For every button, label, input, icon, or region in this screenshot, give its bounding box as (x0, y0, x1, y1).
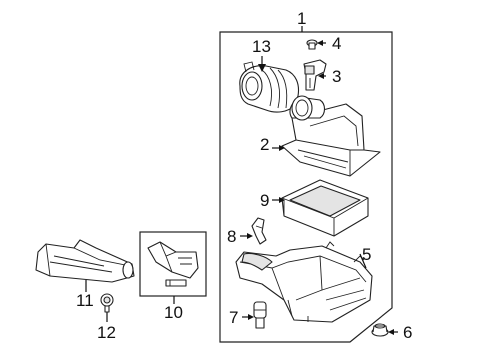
callout-9: 9 (260, 191, 269, 210)
callout-2: 2 (260, 135, 269, 154)
part-10-bracket[interactable] (147, 241, 199, 287)
callout-10: 10 (164, 303, 183, 322)
leader-8-arrow (247, 233, 253, 239)
leader-3-arrow (318, 73, 324, 79)
callout-5: 5 (362, 245, 371, 264)
callout-3: 3 (332, 67, 341, 86)
leader-5 (359, 253, 367, 269)
leader-4-arrow (317, 40, 323, 46)
callout-13: 13 (252, 37, 271, 56)
part-2-upper-cover[interactable] (281, 95, 381, 177)
callout-7: 7 (229, 308, 238, 327)
callout-6: 6 (403, 323, 412, 342)
leader-7-arrow (248, 314, 254, 320)
leader-9-arrow (279, 197, 285, 203)
part-7-sensor[interactable] (253, 301, 267, 329)
part-4-screw[interactable] (306, 39, 318, 50)
part-10-frame (139, 231, 207, 297)
leader-2-arrow (279, 145, 285, 151)
part-3-maf-sensor[interactable] (303, 59, 327, 91)
part-11-inlet-duct[interactable] (35, 239, 135, 283)
part-12-push-pin[interactable] (100, 293, 114, 313)
part-9-air-filter[interactable] (281, 179, 369, 237)
assembly-1-frame (219, 31, 393, 343)
callout-1: 1 (297, 9, 306, 28)
callout-11: 11 (76, 291, 94, 310)
leader-6-arrow (388, 329, 394, 335)
part-5-lower-housing[interactable] (235, 241, 373, 323)
part-13-inlet-hose[interactable] (239, 61, 300, 113)
callout-12: 12 (97, 323, 116, 342)
leader-13-arrow (258, 64, 266, 72)
callout-4: 4 (332, 34, 341, 53)
part-8-clip[interactable] (251, 217, 267, 245)
part-6-grommet[interactable] (371, 323, 389, 337)
callout-8: 8 (227, 227, 236, 246)
